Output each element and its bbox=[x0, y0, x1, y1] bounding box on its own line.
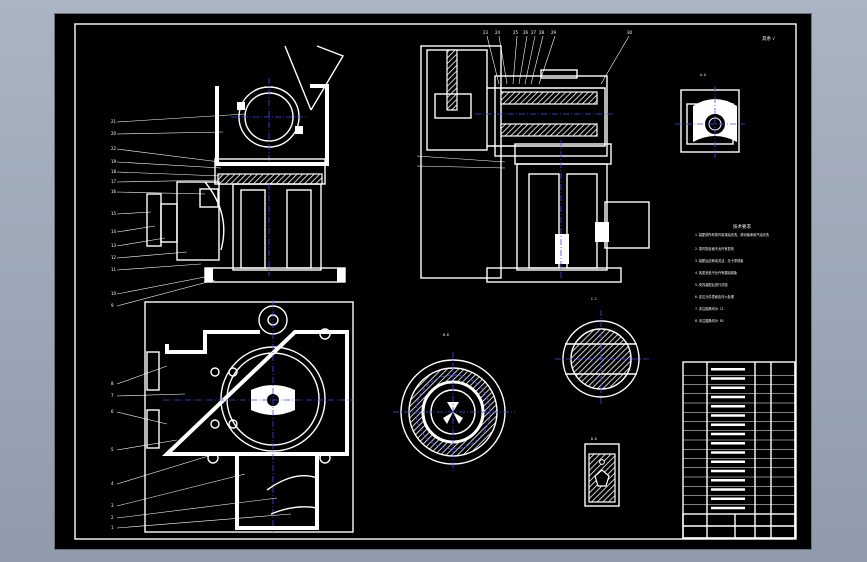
svg-text:10: 10 bbox=[111, 291, 117, 296]
svg-text:9: 9 bbox=[111, 303, 114, 308]
svg-text:2.零件配合面不允许有损伤: 2.零件配合面不允许有损伤 bbox=[695, 246, 734, 251]
svg-text:2: 2 bbox=[111, 515, 114, 520]
svg-text:3.装配后应转动灵活，无卡滞现象: 3.装配后应转动灵活，无卡滞现象 bbox=[695, 258, 744, 263]
right-leaders bbox=[486, 35, 630, 85]
svg-text:22: 22 bbox=[111, 146, 117, 151]
svg-text:1: 1 bbox=[111, 525, 114, 530]
svg-text:7: 7 bbox=[111, 393, 114, 398]
parts-list-cell-text bbox=[711, 377, 745, 380]
svg-text:19: 19 bbox=[111, 159, 117, 164]
roughness-mark: 其余 √ bbox=[762, 35, 775, 42]
section-b: B-B bbox=[393, 333, 515, 472]
svg-text:3: 3 bbox=[111, 503, 114, 508]
parts-list-cell-text bbox=[711, 506, 745, 510]
svg-text:1.装配前所有零件用煤油清洗，滚动轴承用汽油清洗: 1.装配前所有零件用煤油清洗，滚动轴承用汽油清洗 bbox=[695, 232, 770, 237]
svg-text:C-C: C-C bbox=[591, 297, 597, 301]
right-part-numbers: 23 24 25 26 27 28 29 30 bbox=[483, 30, 633, 35]
svg-text:4: 4 bbox=[111, 481, 114, 486]
parts-list-cell-text bbox=[711, 451, 745, 454]
drawing-canvas: 其余 √ bbox=[74, 23, 797, 540]
section-c: C-C bbox=[555, 297, 651, 406]
svg-text:25: 25 bbox=[513, 30, 519, 35]
svg-text:21: 21 bbox=[111, 119, 117, 124]
svg-text:26: 26 bbox=[523, 30, 529, 35]
svg-text:A-A: A-A bbox=[700, 73, 706, 77]
drawing-sheet: 其余 √ bbox=[55, 14, 811, 549]
parts-list-cell-text bbox=[711, 442, 745, 445]
svg-text:5: 5 bbox=[111, 447, 114, 452]
parts-list-cell-text bbox=[711, 395, 745, 399]
svg-text:29: 29 bbox=[551, 30, 557, 35]
svg-text:17: 17 bbox=[111, 179, 117, 184]
svg-text:技术要求: 技术要求 bbox=[733, 223, 751, 230]
svg-text:18: 18 bbox=[111, 169, 117, 174]
svg-text:23: 23 bbox=[483, 30, 489, 35]
detail-a: A-A bbox=[675, 73, 745, 158]
svg-text:6.定位元件表面应淬火处理: 6.定位元件表面应淬火处理 bbox=[695, 294, 735, 299]
parts-list-cell-text bbox=[711, 460, 745, 463]
svg-text:27: 27 bbox=[531, 30, 537, 35]
svg-text:11: 11 bbox=[111, 267, 117, 272]
section-d: D-D bbox=[584, 437, 620, 507]
svg-text:8: 8 bbox=[111, 381, 114, 386]
parts-list-cell-text bbox=[711, 432, 745, 436]
parts-list-cell-text bbox=[711, 497, 745, 500]
plan-leaders bbox=[116, 365, 292, 529]
side-section-view bbox=[416, 45, 650, 283]
parts-list-cell-text bbox=[711, 479, 745, 482]
svg-text:24: 24 bbox=[495, 30, 501, 35]
parts-list-cell-text bbox=[711, 469, 745, 473]
drawing-border bbox=[74, 23, 797, 540]
svg-text:4.各密封处不允许有漏油现象: 4.各密封处不允许有漏油现象 bbox=[695, 270, 738, 275]
svg-text:30: 30 bbox=[627, 30, 633, 35]
svg-text:16: 16 bbox=[111, 189, 117, 194]
svg-text:15: 15 bbox=[111, 211, 117, 216]
svg-text:14: 14 bbox=[111, 229, 117, 234]
parts-list-cell-text bbox=[711, 423, 745, 426]
parts-list-cell-text bbox=[711, 368, 745, 371]
title-block bbox=[682, 361, 796, 539]
svg-text:D-D: D-D bbox=[591, 437, 597, 441]
parts-list-cell-text bbox=[711, 414, 745, 417]
svg-text:7.未注倒角均为 C1: 7.未注倒角均为 C1 bbox=[695, 306, 724, 311]
left-leaders bbox=[116, 113, 246, 307]
svg-text:6: 6 bbox=[111, 409, 114, 414]
svg-text:12: 12 bbox=[111, 255, 117, 260]
plan-part-numbers: 8 7 6 5 4 3 2 1 bbox=[111, 381, 114, 530]
svg-text:28: 28 bbox=[539, 30, 545, 35]
left-part-numbers: 21 20 22 19 18 17 16 15 14 13 12 11 10 9 bbox=[111, 119, 117, 308]
svg-text:5.夹具装配后进行试验: 5.夹具装配后进行试验 bbox=[695, 282, 728, 287]
svg-text:8.未注圆角均为 R2: 8.未注圆角均为 R2 bbox=[695, 318, 724, 323]
parts-list-cell-text bbox=[711, 405, 745, 408]
plan-view bbox=[144, 300, 354, 533]
svg-text:13: 13 bbox=[111, 243, 117, 248]
technical-requirements: 技术要求 1.装配前所有零件用煤油清洗，滚动轴承用汽油清洗 2.零件配合面不允许… bbox=[695, 223, 770, 323]
parts-list-cell-text bbox=[711, 386, 745, 389]
front-view bbox=[146, 45, 346, 283]
svg-text:B-B: B-B bbox=[443, 333, 449, 337]
svg-text:20: 20 bbox=[111, 131, 117, 136]
parts-list-cell-text bbox=[711, 488, 745, 491]
